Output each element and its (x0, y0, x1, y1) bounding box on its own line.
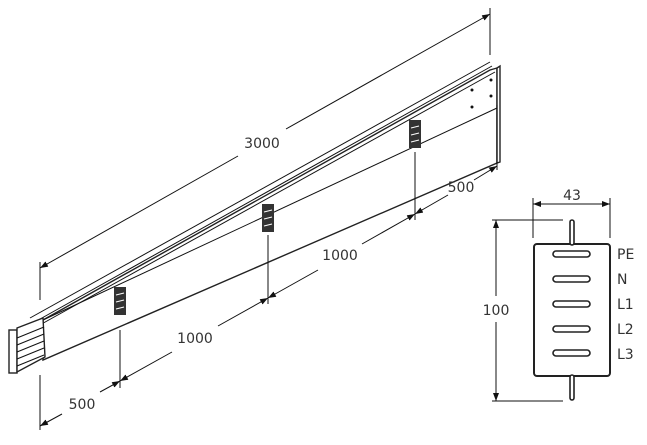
dim-total-length: 3000 (244, 136, 280, 152)
conductor-label-pe: PE (617, 247, 634, 263)
conductor-label-l3: L3 (617, 347, 634, 363)
dim-section-height: 100 (483, 303, 510, 319)
dim-spacing-upper: 1000 (322, 248, 358, 264)
cross-section: PE N L1 L2 L3 43 100 (483, 188, 634, 402)
tap-off-outlets (114, 120, 421, 315)
conductor-label-n: N (617, 272, 627, 288)
conductor-label-l2: L2 (617, 322, 634, 338)
conductor-label-l1: L1 (617, 297, 634, 313)
dim-end-offset-right: 500 (448, 180, 475, 196)
dimension-lines (39, 13, 498, 427)
dim-end-offset-left: 500 (69, 397, 96, 413)
conductor-slots (552, 250, 591, 357)
busbar-end-connector (8, 317, 46, 374)
dim-spacing-lower: 1000 (177, 331, 213, 347)
dim-section-width: 43 (563, 188, 581, 204)
